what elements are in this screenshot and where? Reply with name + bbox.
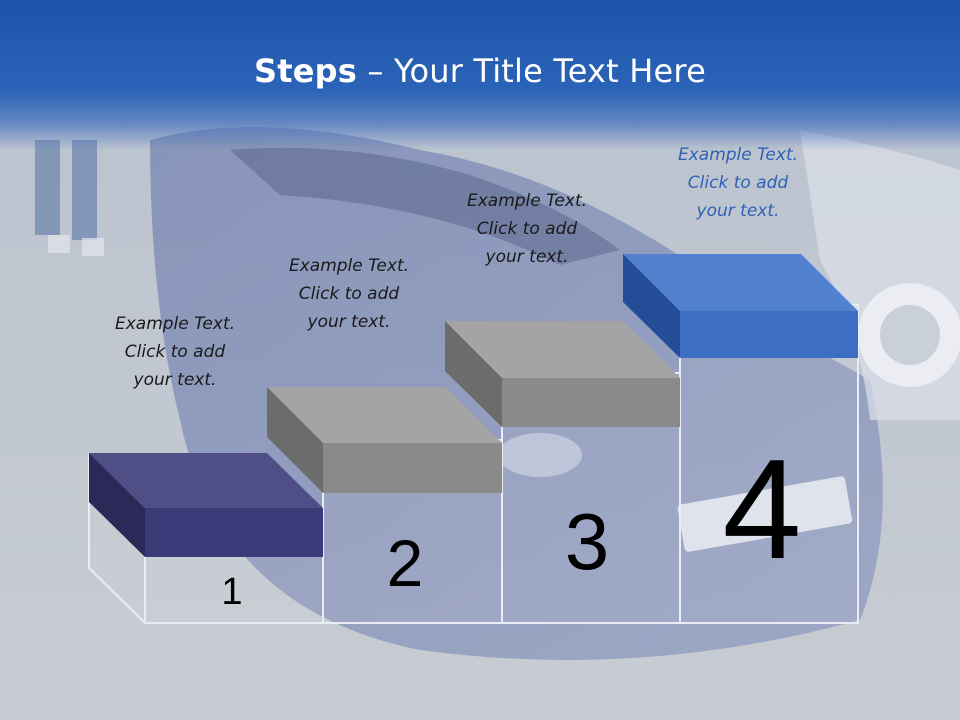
step-4-block[interactable] <box>623 254 858 358</box>
step-3-block[interactable] <box>445 321 680 427</box>
step-3-side <box>445 321 502 427</box>
step-4-top <box>623 254 858 311</box>
step-1-side <box>89 453 145 557</box>
step-3-caption[interactable]: Example Text. Click to add your text. <box>437 187 617 271</box>
step-1-caption-line-1: Example Text. <box>114 314 236 334</box>
step-4-caption-line-2: Click to add <box>687 173 789 193</box>
step-3-caption-line-2: Click to add <box>476 219 578 239</box>
step-2-caption-line-3: your text. <box>307 312 391 332</box>
step-1-caption-line-2: Click to add <box>124 342 226 362</box>
title-bar <box>0 0 960 150</box>
step-2-block[interactable] <box>267 387 502 493</box>
page-title[interactable]: Steps – Your Title Text Here <box>0 52 960 90</box>
title-bold: Steps <box>254 52 358 90</box>
step-2-side <box>267 387 323 493</box>
step-4-caption[interactable]: Example Text. Click to add your text. <box>648 141 828 225</box>
step-2-front <box>323 443 502 493</box>
step-3-number: 3 <box>565 497 610 586</box>
step-1-block[interactable] <box>89 453 323 557</box>
step-3-caption-line-1: Example Text. <box>466 191 588 211</box>
step-4-side <box>623 254 680 358</box>
step-2-number: 2 <box>387 526 424 600</box>
step-1-number: 1 <box>221 571 242 613</box>
step-3-front <box>502 378 680 427</box>
step-3-caption-line-3: your text. <box>485 247 569 267</box>
step-1-caption-line-3: your text. <box>133 370 217 390</box>
step-4-front <box>680 311 858 358</box>
step-1-front <box>145 508 323 557</box>
step-4-caption-line-3: your text. <box>696 201 780 221</box>
step-4-number: 4 <box>723 430 802 589</box>
step-2-caption-line-2: Click to add <box>298 284 400 304</box>
step-2-top <box>267 387 502 443</box>
step-2-caption[interactable]: Example Text. Click to add your text. <box>259 252 439 336</box>
title-rest: – Your Title Text Here <box>357 52 706 90</box>
step-2-caption-line-1: Example Text. <box>288 256 410 276</box>
step-1-caption[interactable]: Example Text. Click to add your text. <box>85 310 265 394</box>
step-3-top <box>445 321 680 378</box>
step-1-top <box>89 453 323 508</box>
step-4-caption-line-1: Example Text. <box>677 145 799 165</box>
